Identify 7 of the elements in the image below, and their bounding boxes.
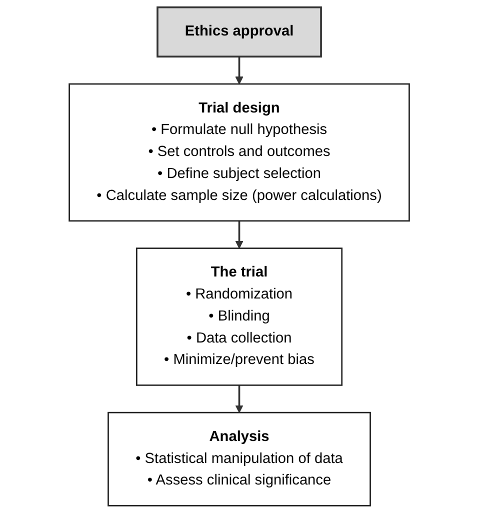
node-box: Ethics approval <box>156 6 322 58</box>
arrow <box>234 385 244 413</box>
arrow <box>234 56 244 84</box>
node-box: The trial • Randomization • Blinding • Data collection • Minimize/prevent bias <box>136 248 342 386</box>
node-box: Analysis • Statistical manipulation of data • Assess clinical significance <box>107 412 371 506</box>
arrow <box>234 220 244 249</box>
node-box: Trial design • Formulate null hypothesis • Set controls and outcomes • Define subject selection • Calculate sample size (power calculations) <box>68 83 410 222</box>
